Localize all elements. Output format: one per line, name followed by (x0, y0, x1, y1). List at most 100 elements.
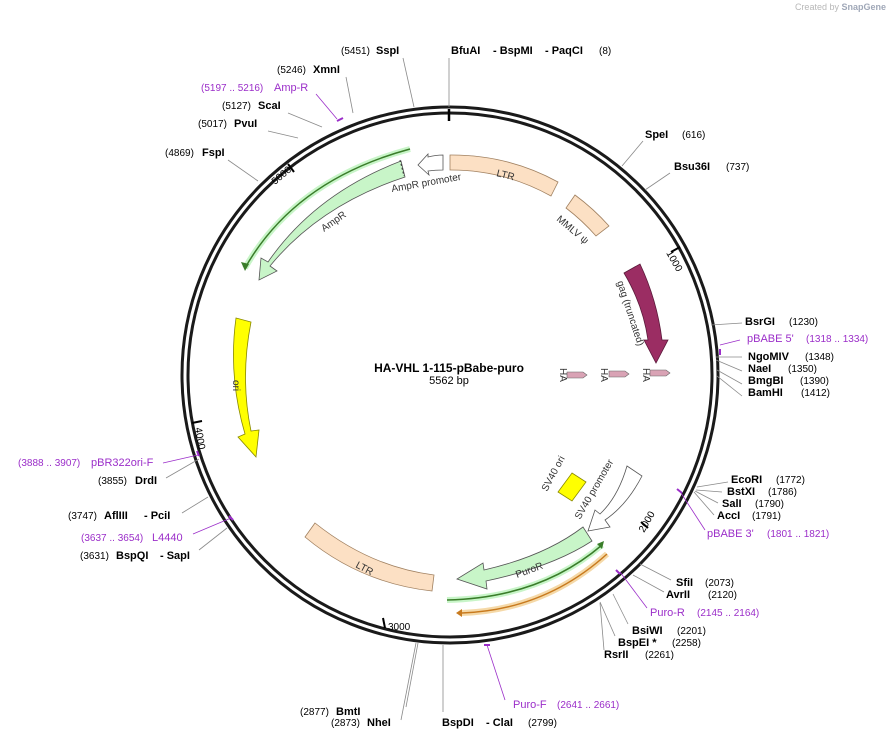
ecori-name[interactable]: EcoRI (731, 474, 762, 486)
pbr322-primer-name[interactable]: pBR322ori-F (91, 457, 154, 469)
pvui-name[interactable]: PvuI (234, 118, 257, 130)
bsrgi-pos: (1230) (789, 317, 818, 328)
avrii-name[interactable]: AvrII (666, 589, 690, 601)
site-leader-lines (165, 57, 743, 721)
pbabe5-primer-name[interactable]: pBABE 5' (747, 333, 794, 345)
tick-5000-mark (287, 163, 295, 173)
sfii-pos: (2073) (705, 578, 734, 589)
ha-label-2: HA (598, 368, 609, 382)
ha-label-3: HA (640, 368, 651, 382)
fspi-pos: (4869) (165, 148, 194, 159)
ori-label: ori (230, 380, 241, 391)
bfuai-pos: (8) (599, 46, 611, 57)
puror-orf-line (446, 544, 603, 601)
puro-orange-line (461, 553, 608, 614)
drdi-name[interactable]: DrdI (135, 475, 157, 487)
pbabe5-primer-pos: (1318 .. 1334) (806, 334, 868, 345)
ltr-top-label: LTR (495, 168, 515, 183)
rsrii-name[interactable]: RsrII (604, 649, 628, 661)
tick-4000-label: 4000 (192, 427, 207, 451)
bfuai-name[interactable]: BfuAI (451, 45, 480, 57)
bstxi-pos: (1786) (768, 487, 797, 498)
bsiwi-pos: (2201) (677, 626, 706, 637)
tick-3000-label: 3000 (388, 622, 411, 633)
purof-primer-pos: (2641 .. 2661) (557, 700, 619, 711)
plasmid-name: HA-VHL 1-115-pBabe-puro (374, 361, 524, 375)
ngomiv-name[interactable]: NgoMIV (748, 351, 790, 363)
ltr-top-feature[interactable] (449, 154, 559, 197)
mmlv-psi-feature[interactable] (565, 194, 610, 237)
aflIII-pos: (3747) (68, 511, 97, 522)
rsrii-pos: (2261) (645, 650, 674, 661)
bsu36i-name[interactable]: Bsu36I (674, 161, 710, 173)
backbone-outer (180, 105, 720, 645)
spei-name[interactable]: SpeI (645, 129, 668, 141)
tick-3000-mark (382, 617, 386, 629)
tick-2000-label: 2000 (637, 509, 658, 534)
bsiwi-name[interactable]: BsiWI (632, 625, 663, 637)
ltr-bottom-feature[interactable] (304, 522, 435, 592)
avrii-pos: (2120) (708, 590, 737, 601)
bsrgi-name[interactable]: BsrGI (745, 316, 775, 328)
xmni-name[interactable]: XmnI (313, 64, 340, 76)
bamhi-name[interactable]: BamHI (748, 387, 783, 399)
scai-name[interactable]: ScaI (258, 100, 281, 112)
ngomiv-pos: (1348) (805, 352, 834, 363)
spei-pos: (616) (682, 130, 705, 141)
ampr-promoter-feature[interactable] (417, 152, 444, 177)
tick-2000-mark (640, 521, 649, 529)
ecori-pos: (1772) (776, 475, 805, 486)
bspdi-pos: (2799) (528, 718, 557, 729)
sv40-promoter-feature[interactable] (587, 465, 643, 532)
puro-orange-arrowhead (456, 609, 462, 617)
primer-marks (196, 117, 721, 646)
sv40-ori-feature[interactable] (557, 472, 587, 502)
tick-4000-mark (191, 420, 203, 424)
bspqi-name[interactable]: BspQI (116, 550, 148, 562)
naei-name[interactable]: NaeI (748, 363, 771, 375)
ori-feature[interactable] (233, 317, 260, 458)
pbabe3-primer-name[interactable]: pBABE 3' (707, 528, 754, 540)
ha-tag-1[interactable] (566, 371, 588, 379)
puror-feature[interactable] (456, 526, 593, 590)
nhei-name[interactable]: NheI (367, 717, 391, 729)
bspmi-name[interactable]: - BspMI (493, 45, 533, 57)
purof-primer-name[interactable]: Puro-F (513, 699, 547, 711)
puror-primer-pos: (2145 .. 2164) (697, 608, 759, 619)
pbabe3-primer-pos: (1801 .. 1821) (767, 529, 829, 540)
bmti-pos: (2877) (300, 707, 329, 718)
l4440-primer-name[interactable]: L4440 (152, 532, 183, 544)
ha-tag-2[interactable] (608, 370, 630, 378)
acci-name[interactable]: AccI (717, 510, 740, 522)
puror-primer-name[interactable]: Puro-R (650, 607, 685, 619)
ampr-feature[interactable] (258, 160, 406, 281)
bspei-name[interactable]: BspEI * (618, 637, 657, 649)
scai-pos: (5127) (222, 101, 251, 112)
sapi-name[interactable]: - SapI (160, 550, 190, 562)
gag-truncated-feature[interactable] (623, 263, 669, 364)
sspi-name[interactable]: SspI (376, 45, 399, 57)
bmti-name[interactable]: BmtI (336, 706, 360, 718)
fspi-name[interactable]: FspI (202, 147, 225, 159)
bmgbi-name[interactable]: BmgBI (748, 375, 783, 387)
nhei-pos: (2873) (331, 718, 360, 729)
naei-pos: (1350) (788, 364, 817, 375)
ha-tag-3[interactable] (649, 369, 671, 377)
sspi-pos: (5451) (341, 46, 370, 57)
ampr-primer-pos: (5197 .. 5216) (201, 83, 263, 94)
clai-name[interactable]: - ClaI (486, 717, 513, 729)
sali-name[interactable]: SalI (722, 498, 742, 510)
bamhi-pos: (1412) (801, 388, 830, 399)
pcii-name[interactable]: - PciI (144, 510, 170, 522)
primer-leader-lines (162, 93, 741, 701)
sfii-name[interactable]: SfiI (676, 577, 693, 589)
paqci-name[interactable]: - PaqCI (545, 45, 583, 57)
xmni-pos: (5246) (277, 65, 306, 76)
ampr-orf-line (244, 148, 411, 269)
bspdi-name[interactable]: BspDI (442, 717, 474, 729)
ampr-primer-name[interactable]: Amp-R (274, 82, 308, 94)
aflIII-name[interactable]: AflIII (104, 510, 128, 522)
credit-text: Created by (794, 2, 839, 12)
bstxi-name[interactable]: BstXI (727, 486, 755, 498)
